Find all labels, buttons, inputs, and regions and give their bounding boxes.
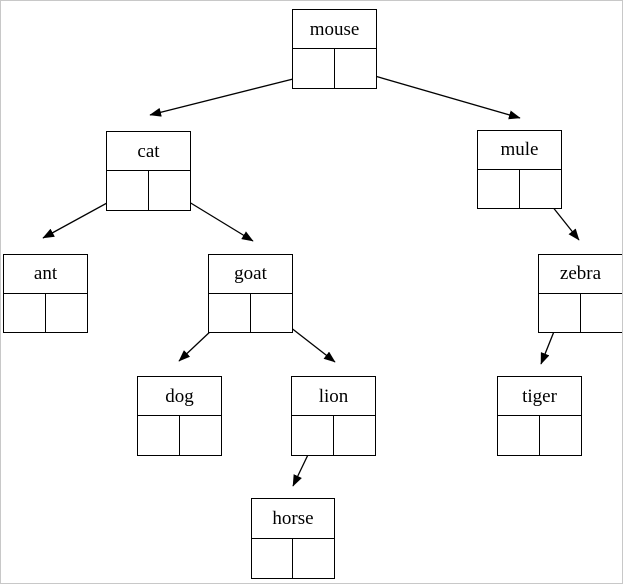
- node-right-pointer-cat[interactable]: [149, 171, 191, 210]
- node-left-pointer-horse[interactable]: [252, 538, 293, 578]
- tree-node-mule[interactable]: mule: [477, 130, 562, 209]
- node-pointers-zebra: [539, 293, 623, 333]
- node-pointers-goat: [209, 293, 293, 333]
- node-pointers-ant: [4, 293, 88, 333]
- node-left-pointer-ant[interactable]: [4, 293, 46, 332]
- node-left-pointer-mule[interactable]: [478, 169, 520, 208]
- node-right-pointer-zebra[interactable]: [581, 294, 623, 333]
- node-label-dog: dog: [138, 377, 221, 416]
- node-right-pointer-mouse[interactable]: [335, 49, 377, 88]
- tree-node-horse[interactable]: horse: [251, 498, 335, 579]
- node-label-ant: ant: [4, 255, 87, 294]
- node-left-pointer-lion[interactable]: [292, 416, 334, 455]
- tree-node-goat[interactable]: goat: [208, 254, 293, 333]
- node-right-pointer-tiger[interactable]: [540, 416, 582, 455]
- tree-node-cat[interactable]: cat: [106, 131, 191, 211]
- node-label-tiger: tiger: [498, 377, 581, 416]
- tree-node-ant[interactable]: ant: [3, 254, 88, 333]
- node-pointers-cat: [107, 171, 190, 210]
- tree-edge-mouse-right-to-mule: [353, 69, 521, 120]
- node-left-pointer-mouse[interactable]: [293, 49, 335, 88]
- tree-node-dog[interactable]: dog: [137, 376, 222, 456]
- node-left-pointer-cat[interactable]: [107, 171, 149, 210]
- node-pointers-horse: [252, 538, 334, 579]
- node-pointers-mule: [478, 169, 562, 209]
- node-label-mule: mule: [478, 131, 561, 170]
- node-right-pointer-ant[interactable]: [46, 294, 88, 333]
- node-label-horse: horse: [252, 499, 334, 539]
- node-right-pointer-mule[interactable]: [520, 170, 562, 209]
- node-pointers-mouse: [293, 49, 376, 88]
- node-pointers-dog: [138, 416, 221, 455]
- node-left-pointer-goat[interactable]: [209, 293, 251, 332]
- node-label-lion: lion: [292, 377, 375, 416]
- tree-edge-mouse-left-to-cat: [149, 73, 314, 117]
- tree-node-mouse[interactable]: mouse: [292, 9, 377, 89]
- tree-node-zebra[interactable]: zebra: [538, 254, 623, 333]
- node-label-goat: goat: [209, 255, 292, 294]
- node-right-pointer-lion[interactable]: [334, 416, 376, 455]
- tree-node-tiger[interactable]: tiger: [497, 376, 582, 456]
- node-left-pointer-zebra[interactable]: [539, 293, 581, 332]
- node-right-pointer-horse[interactable]: [293, 539, 334, 579]
- tree-node-lion[interactable]: lion: [291, 376, 376, 456]
- node-pointers-lion: [292, 416, 375, 455]
- node-label-cat: cat: [107, 132, 190, 171]
- node-left-pointer-dog[interactable]: [138, 416, 180, 455]
- node-pointers-tiger: [498, 416, 581, 455]
- node-right-pointer-goat[interactable]: [251, 294, 293, 333]
- node-label-mouse: mouse: [293, 10, 376, 49]
- node-label-zebra: zebra: [539, 255, 622, 294]
- node-left-pointer-tiger[interactable]: [498, 416, 540, 455]
- node-right-pointer-dog[interactable]: [180, 416, 222, 455]
